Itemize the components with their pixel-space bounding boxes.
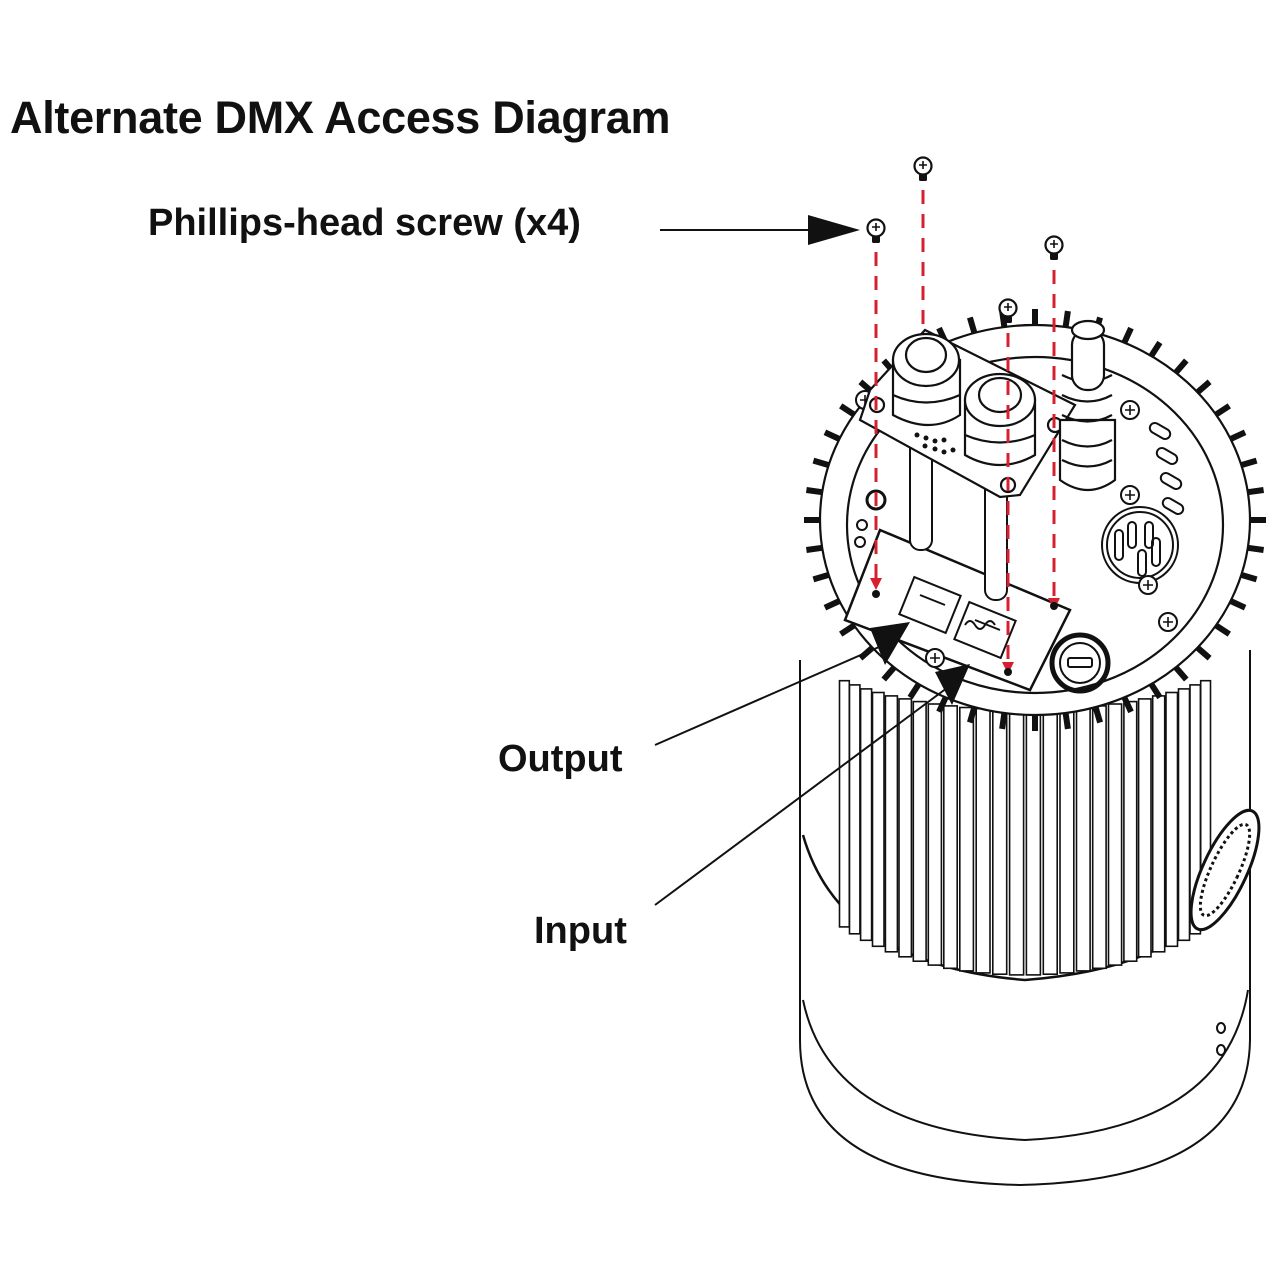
rim-tooth <box>823 598 841 611</box>
heatsink-fin <box>975 707 991 974</box>
side-knob <box>1189 808 1261 932</box>
rim-tooth <box>1195 645 1212 661</box>
heatsink-fin <box>958 706 975 972</box>
rim-tooth <box>1121 326 1134 344</box>
phillips-screw-icon <box>1044 235 1064 262</box>
heatsink-fin <box>1165 691 1179 948</box>
heatsink-fin <box>1177 688 1191 942</box>
heatsink-fin <box>1137 698 1152 958</box>
rim-tooth <box>812 572 830 583</box>
cable-gland-input <box>963 372 1037 466</box>
cable-gland-output <box>891 332 962 426</box>
rim-tooth <box>936 696 949 714</box>
rim-tooth <box>881 665 897 682</box>
heatsink-fin <box>859 688 873 942</box>
input-leader-line <box>654 681 956 906</box>
xlr-connector <box>1101 506 1179 584</box>
heatsink-fin <box>898 698 913 958</box>
rim-tooth <box>1229 429 1247 442</box>
rim-tooth <box>1247 487 1265 496</box>
input-arrowhead-icon <box>935 664 970 705</box>
heatsink-fin <box>1151 695 1166 953</box>
rim-tooth <box>1173 665 1189 682</box>
rim-tooth <box>907 682 922 700</box>
rim-tooth <box>967 316 978 334</box>
power-cable-gland <box>1058 319 1117 492</box>
screw-arrowhead-icon <box>808 215 860 245</box>
rim-tooth <box>1148 682 1163 700</box>
internal-connectors <box>898 575 1017 660</box>
vent-slots <box>1148 422 1185 516</box>
rim-tooth <box>1240 572 1258 583</box>
heatsink-fin <box>1042 708 1059 976</box>
rim-tooth <box>823 429 841 442</box>
heatsink-fin <box>927 703 943 966</box>
screw-callout-label: Phillips-head screw (x4) <box>148 202 581 244</box>
rim-tooth <box>1214 403 1231 418</box>
heatsink-fin <box>838 679 851 928</box>
heatsink-fin <box>912 700 927 962</box>
rim-tooth <box>805 487 823 496</box>
rim-tooth <box>805 544 823 553</box>
rim-tooth <box>1121 696 1134 714</box>
rim-tooth <box>1092 706 1103 724</box>
rim-tooth <box>1148 340 1163 358</box>
rim-tooth <box>1062 310 1071 328</box>
base-housing <box>799 870 1251 1187</box>
base-hole <box>1216 1044 1226 1056</box>
gland-plate <box>858 328 1077 499</box>
heatsink-fin <box>1107 703 1123 966</box>
rim-tooth <box>1240 457 1258 468</box>
page-title: Alternate DMX Access Diagram <box>10 92 671 143</box>
heatsink-fin <box>1025 709 1042 976</box>
heatsink-fin <box>848 684 861 935</box>
screw-holes <box>872 590 1058 676</box>
rim-tooth <box>1214 622 1231 637</box>
rim-tooth <box>1173 358 1189 375</box>
heatsink <box>799 650 1251 1000</box>
output-leader-line <box>654 639 896 746</box>
rim-tooth <box>1195 379 1212 395</box>
heatsink-fin <box>942 705 958 970</box>
rim-tooth <box>839 622 856 637</box>
heatsink-fin <box>1075 706 1091 972</box>
base-hole <box>1216 1022 1226 1034</box>
heatsink-fins <box>838 679 1212 976</box>
plate-dots <box>914 432 956 455</box>
heatsink-fin <box>1123 700 1138 962</box>
phillips-screw-icon <box>913 156 933 183</box>
rim-tooth <box>812 457 830 468</box>
rim-tooth <box>839 403 856 418</box>
output-arrowhead-icon <box>870 622 910 665</box>
heatsink-fin <box>1091 705 1107 970</box>
screw-guide-lines <box>874 190 1056 662</box>
key-switch <box>1049 632 1111 694</box>
rim-tooth <box>1062 712 1071 730</box>
heatsink-fin <box>1059 707 1075 974</box>
heatsink-fin <box>884 695 899 953</box>
output-callout-label: Output <box>498 738 623 780</box>
rim-tooth <box>1247 544 1265 553</box>
heatsink-fin <box>991 708 1008 976</box>
input-callout-label: Input <box>534 910 627 952</box>
rim-tooth <box>1229 598 1247 611</box>
phillips-screw-icon <box>866 218 886 245</box>
rim-tooth <box>999 712 1008 730</box>
rim-tooth <box>967 706 978 724</box>
heatsink-fin <box>1008 709 1025 976</box>
heatsink-fin <box>871 691 885 948</box>
